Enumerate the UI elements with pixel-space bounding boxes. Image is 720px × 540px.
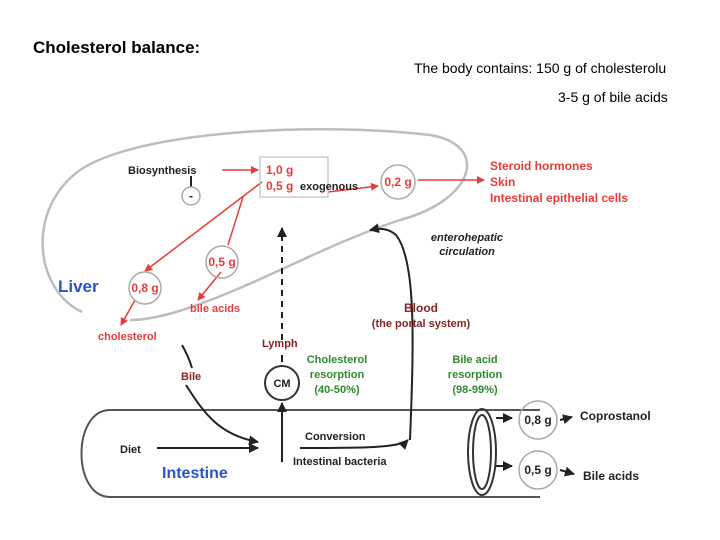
label-bile-acid-resorption-1: Bile acid	[452, 354, 497, 366]
red-flow-arrows	[120, 166, 485, 326]
amount-05g-exo: 0,5 g	[266, 179, 293, 193]
label-biosynthesis: Biosynthesis	[128, 165, 196, 177]
label-enterohepatic-1: enterohepatic	[431, 232, 503, 244]
label-cholesterol: cholesterol	[98, 331, 157, 343]
label-bile: Bile	[181, 371, 201, 383]
label-bile-acids-liver: bile acids	[190, 303, 240, 315]
label-blood-1: Blood	[404, 301, 438, 315]
label-chol-resorption-3: (40-50%)	[314, 384, 360, 396]
amount-08g: 0,8 g	[131, 281, 158, 295]
body-contains-line1: The body contains: 150 g of cholesterolu	[414, 60, 667, 76]
label-bile-acid-resorption-3: (98-99%)	[452, 384, 498, 396]
dark-flow-arrows	[157, 176, 575, 477]
label-lymph: Lymph	[262, 338, 298, 350]
label-intestinal-epithelial: Intestinal epithelial cells	[490, 191, 628, 205]
label-intestine: Intestine	[162, 465, 228, 482]
label-bile-acid-resorption-2: resorption	[448, 369, 503, 381]
label-steroid-hormones: Steroid hormones	[490, 159, 593, 173]
amount-box	[259, 156, 329, 198]
amount-out-08g: 0,8 g	[524, 413, 551, 427]
label-blood-2: (the portal system)	[372, 318, 471, 330]
label-chol-resorption-2: resorption	[310, 369, 365, 381]
label-enterohepatic-2: circulation	[439, 246, 495, 258]
label-diet: Diet	[120, 444, 141, 456]
amount-1g: 1,0 g	[266, 163, 293, 177]
label-cm: CM	[273, 378, 290, 390]
liver-outline	[41, 128, 469, 322]
label-liver: Liver	[58, 277, 99, 296]
cm-circle	[264, 365, 300, 401]
amount-circles	[128, 164, 558, 490]
body-contains-line2: 3-5 g of bile acids	[558, 89, 668, 105]
label-bile-acids-out: Bile acids	[583, 469, 639, 483]
label-intestinal-bacteria: Intestinal bacteria	[293, 456, 387, 468]
amount-05g-bile: 0,5 g	[208, 255, 235, 269]
amount-out-05g: 0,5 g	[524, 463, 551, 477]
label-coprostanol: Coprostanol	[580, 409, 651, 423]
label-skin: Skin	[490, 175, 515, 189]
inhibition-sign: -	[189, 189, 193, 203]
intestine-tube	[80, 408, 540, 498]
amount-02g: 0,2 g	[384, 175, 411, 189]
label-conversion: Conversion	[305, 431, 366, 443]
label-exogenous: exogenous	[300, 181, 358, 193]
slide-title: Cholesterol balance:	[33, 38, 201, 57]
label-chol-resorption-1: Cholesterol	[307, 354, 368, 366]
